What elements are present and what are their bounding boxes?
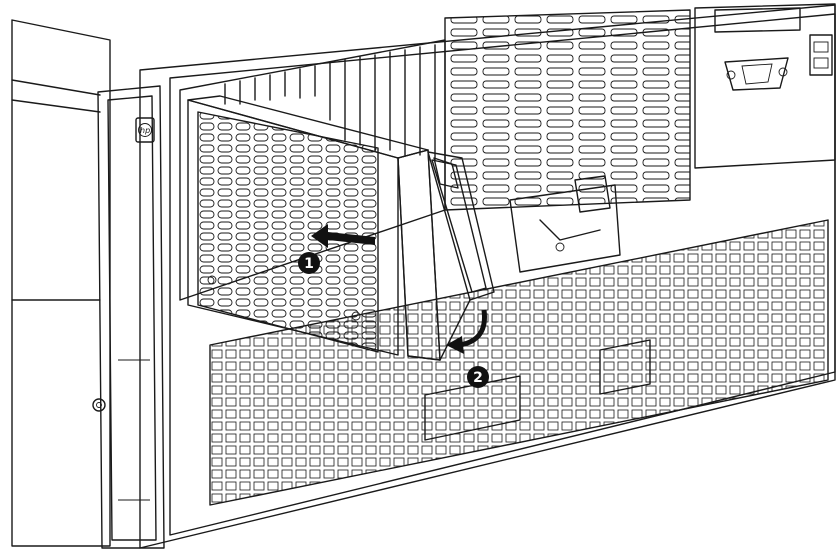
rack-ear-left: hp bbox=[92, 85, 165, 549]
io-panel bbox=[694, 3, 836, 169]
vga-port-icon bbox=[724, 57, 789, 91]
center-bracket bbox=[509, 175, 621, 273]
hot-plug-drive bbox=[187, 95, 495, 361]
release-lever bbox=[427, 151, 495, 361]
upper-vent-grille bbox=[444, 9, 691, 211]
step-2-badge: 2 bbox=[467, 366, 489, 388]
latch-rotate-arrow-icon bbox=[446, 309, 487, 354]
thumbscrew-icon bbox=[92, 398, 106, 412]
drive-bay-slots bbox=[179, 39, 446, 301]
step-1-badge: 1 bbox=[298, 252, 320, 274]
svg-text:2: 2 bbox=[473, 370, 483, 386]
hp-logo-icon: hp bbox=[138, 123, 152, 137]
svg-text:1: 1 bbox=[304, 256, 314, 272]
svg-text:hp: hp bbox=[140, 126, 150, 135]
usb-port-icon bbox=[809, 34, 833, 76]
push-arrow-icon bbox=[311, 224, 375, 248]
server-chassis: hp bbox=[11, 3, 836, 549]
